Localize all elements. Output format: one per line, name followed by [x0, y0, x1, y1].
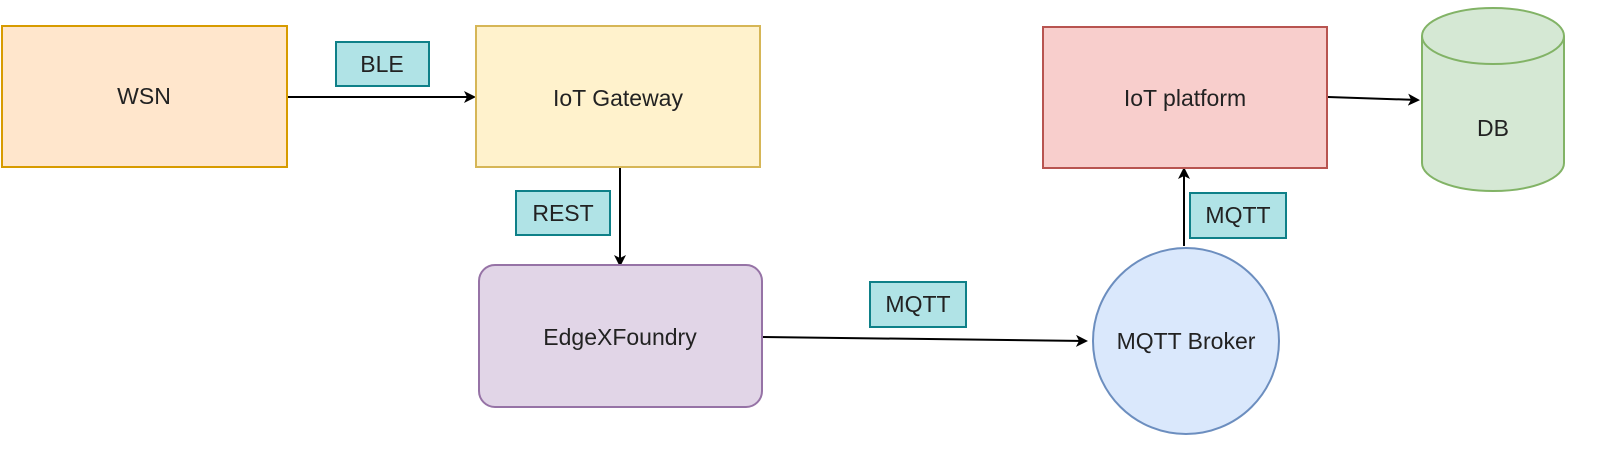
edgexfoundry-box	[478, 264, 763, 408]
edge-label-mqtt-edgex: MQTT	[869, 281, 967, 328]
edgexfoundry-label: EdgeXFoundry	[543, 324, 697, 350]
iot-platform-node[interactable]: IoT platform	[1042, 26, 1328, 169]
mqtt-broker-circle	[1092, 247, 1280, 435]
edgexfoundry-node[interactable]: EdgeXFoundry	[478, 264, 763, 408]
wsn-node[interactable]: WSN	[1, 25, 288, 168]
db-label: DB	[1477, 115, 1509, 141]
edge-label-rest-box	[515, 190, 611, 236]
edge-label-mqtt-edgex-text: MQTT	[885, 291, 950, 317]
edge-label-rest: REST	[515, 190, 611, 236]
mqtt-broker-node[interactable]: MQTT Broker	[1092, 247, 1280, 435]
arrow-edgex-to-broker	[762, 334, 1088, 347]
arrow-platform-to-db	[1327, 93, 1420, 106]
db-node[interactable]: DB	[1421, 7, 1565, 192]
edge-label-mqtt-platform: MQTT	[1189, 192, 1287, 239]
iot-gateway-label: IoT Gateway	[553, 85, 683, 111]
edge-label-mqtt-platform-box	[1189, 192, 1287, 239]
iot-gateway-box	[475, 25, 761, 168]
wsn-box	[1, 25, 288, 168]
db-cylinder-top	[1421, 35, 1565, 65]
iot-gateway-node[interactable]: IoT Gateway	[475, 25, 761, 168]
edge-label-mqtt-edgex-box	[869, 281, 967, 328]
mqtt-broker-label: MQTT Broker	[1117, 328, 1256, 354]
edge-label-rest-text: REST	[532, 200, 593, 226]
edge-label-mqtt-platform-text: MQTT	[1205, 202, 1270, 228]
iot-platform-box	[1042, 26, 1328, 169]
edge-label-ble-box	[335, 41, 430, 87]
db-cylinder-body	[1421, 7, 1565, 192]
wsn-label: WSN	[117, 83, 171, 109]
edge-label-ble: BLE	[335, 41, 430, 87]
edge-label-ble-text: BLE	[360, 51, 403, 77]
iot-platform-label: IoT platform	[1124, 85, 1246, 111]
